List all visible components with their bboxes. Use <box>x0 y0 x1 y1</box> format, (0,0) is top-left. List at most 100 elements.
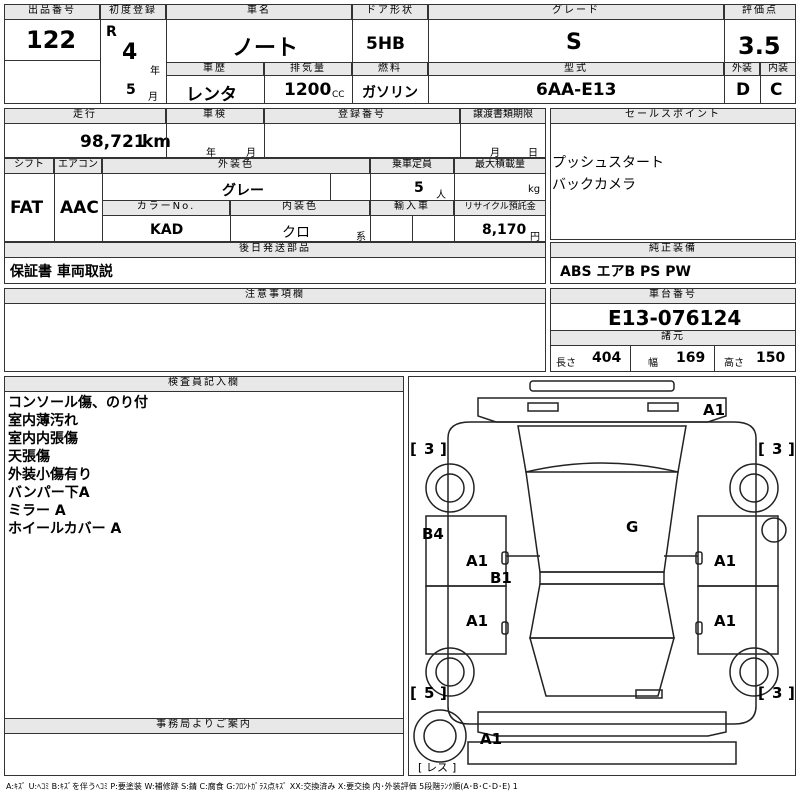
inspector-line: 外装小傷有り <box>8 467 92 483</box>
model-label: 型式 <box>428 62 724 76</box>
car-name: ノート <box>232 36 299 61</box>
lot-label: 出品番号 <box>4 4 100 20</box>
history-label: 車歴 <box>166 62 264 76</box>
mark-spare-bracket: [ <box>418 761 422 774</box>
history: レンタ <box>186 85 237 105</box>
specs-label: 諸元 <box>550 330 796 346</box>
load-unit: kg <box>528 184 541 195</box>
reg-month: 5 <box>126 82 136 98</box>
mark-door-fr: A1 <box>714 552 736 570</box>
first-reg-label: 初度登録 <box>100 4 166 20</box>
length-label: 長さ <box>556 358 576 369</box>
reg-year: 4 <box>122 40 138 65</box>
legend: A:ｷｽﾞ U:ﾍｺﾐ B:ｷｽﾞを伴うﾍｺﾐ P:要塗装 W:補修跡 S:錆 … <box>6 782 518 791</box>
equipment-label: 純正装備 <box>550 242 796 258</box>
score-label: 評価点 <box>724 4 796 20</box>
inspector-line: 室内薄汚れ <box>8 413 78 429</box>
later-parts: 保証書 車両取説 <box>10 264 113 280</box>
capacity-unit: 人 <box>436 190 446 201</box>
recycle-fee: 8,170 <box>482 222 527 238</box>
inspection-year-unit: 年 <box>206 148 216 159</box>
recycle-label: リサイクル預託金 <box>454 200 546 216</box>
mark-tire-rr-right: 3 <box>772 684 782 702</box>
shift-label: シフト <box>4 158 54 174</box>
car-diagram: A1 [ 3 ] [ 3 ] G B4 A1 A1 B1 A1 A1 [ 5 ]… <box>410 380 795 774</box>
equipment: ABS エアB PS PW <box>560 264 691 280</box>
sales-point-1: プッシュスタート <box>552 155 664 171</box>
mark-windshield: G <box>626 518 638 536</box>
interior-label: 内装色 <box>230 200 370 216</box>
load-label: 最大積載量 <box>454 158 546 174</box>
height-label: 高さ <box>724 358 744 369</box>
inspector-lines: コンソール傷、のり付 室内薄汚れ 室内内張傷 天張傷 外装小傷有り バンパー下A… <box>8 394 148 538</box>
ac: AAC <box>60 198 99 218</box>
mark-tire-fr-right-close: ] <box>788 440 795 458</box>
mileage-unit: km <box>142 132 172 152</box>
interior-suffix: 系 <box>356 232 366 243</box>
mark-tire-fr-right: 3 <box>772 440 782 458</box>
interior-color: クロ <box>282 225 310 241</box>
regno-label: 登録番号 <box>264 108 460 124</box>
shift: FAT <box>10 198 44 218</box>
inspection-label: 車検 <box>166 108 264 124</box>
inspector-line: コンソール傷、のり付 <box>8 395 148 411</box>
grade-label: グレード <box>428 4 724 20</box>
reg-era: R <box>106 24 117 40</box>
sales-point-2: バックカメラ <box>552 177 636 193</box>
ext-grade-label: 外装 <box>724 62 760 76</box>
ac-label: エアコン <box>54 158 102 174</box>
cc-unit: CC <box>332 90 345 100</box>
inspector-label: 検査員記入欄 <box>4 376 404 392</box>
width-label: 幅 <box>648 358 658 369</box>
lot-number: 122 <box>26 26 77 54</box>
sales-label: セールスポイント <box>550 108 796 124</box>
mark-door-fl: A1 <box>466 552 488 570</box>
mileage: 98,721 <box>80 132 146 152</box>
mark-tire-fr-right-bracket: [ <box>758 440 765 458</box>
recycle-unit: 円 <box>530 232 540 243</box>
mark-tire-rr-left: 5 <box>424 684 434 702</box>
displacement-label: 排気量 <box>264 62 352 76</box>
width: 169 <box>676 350 706 366</box>
mark-door-rr: A1 <box>714 612 736 630</box>
inspector-line: ミラー A <box>8 503 66 519</box>
mark-rear-bumper: A1 <box>480 730 502 748</box>
transfer-label: 譲渡書類期限 <box>460 108 546 124</box>
mark-front-bumper: A1 <box>703 401 725 419</box>
score: 3.5 <box>738 32 781 60</box>
import-label: 輸入車 <box>370 200 454 216</box>
inspector-line: 室内内張傷 <box>8 431 78 447</box>
mark-tire-fr-left-bracket: [ <box>410 440 417 458</box>
transfer-day-unit: 日 <box>528 148 538 159</box>
mark-front-fender: B4 <box>422 525 444 543</box>
reg-year-unit: 年 <box>150 66 160 77</box>
notes-label: 注意事項欄 <box>4 288 546 304</box>
mark-spare-close: ] <box>452 761 456 774</box>
chassis-label: 車台番号 <box>550 288 796 304</box>
int-grade: C <box>770 80 783 100</box>
mark-tire-rr-left-close: ] <box>440 684 447 702</box>
int-grade-label: 内装 <box>760 62 796 76</box>
car-name-label: 車名 <box>166 4 352 20</box>
mark-pillar: B1 <box>490 569 512 587</box>
mark-tire-rr-right-bracket: [ <box>758 684 765 702</box>
length: 404 <box>592 350 622 366</box>
model: 6AA-E13 <box>536 80 617 100</box>
capacity-label: 乗車定員 <box>370 158 454 174</box>
displacement: 1200 <box>284 80 332 100</box>
mark-spare: レス <box>426 761 448 774</box>
fuel: ガソリン <box>362 85 418 101</box>
inspector-line: 天張傷 <box>8 449 50 465</box>
car-diagram-frame <box>408 376 796 776</box>
color-label: 外装色 <box>102 158 370 174</box>
mark-door-rl: A1 <box>466 612 488 630</box>
mark-tire-fr-left: 3 <box>424 440 434 458</box>
chassis-number: E13-076124 <box>608 306 742 330</box>
office-label: 事務局よりご案内 <box>4 718 404 734</box>
mark-tire-fr-left-close: ] <box>440 440 447 458</box>
inspector-line: ホイールカバー A <box>8 521 122 537</box>
height: 150 <box>756 350 786 366</box>
door-label: ドア形状 <box>352 4 428 20</box>
inspector-line: バンパー下A <box>8 485 90 501</box>
exterior-color: グレー <box>222 183 264 199</box>
